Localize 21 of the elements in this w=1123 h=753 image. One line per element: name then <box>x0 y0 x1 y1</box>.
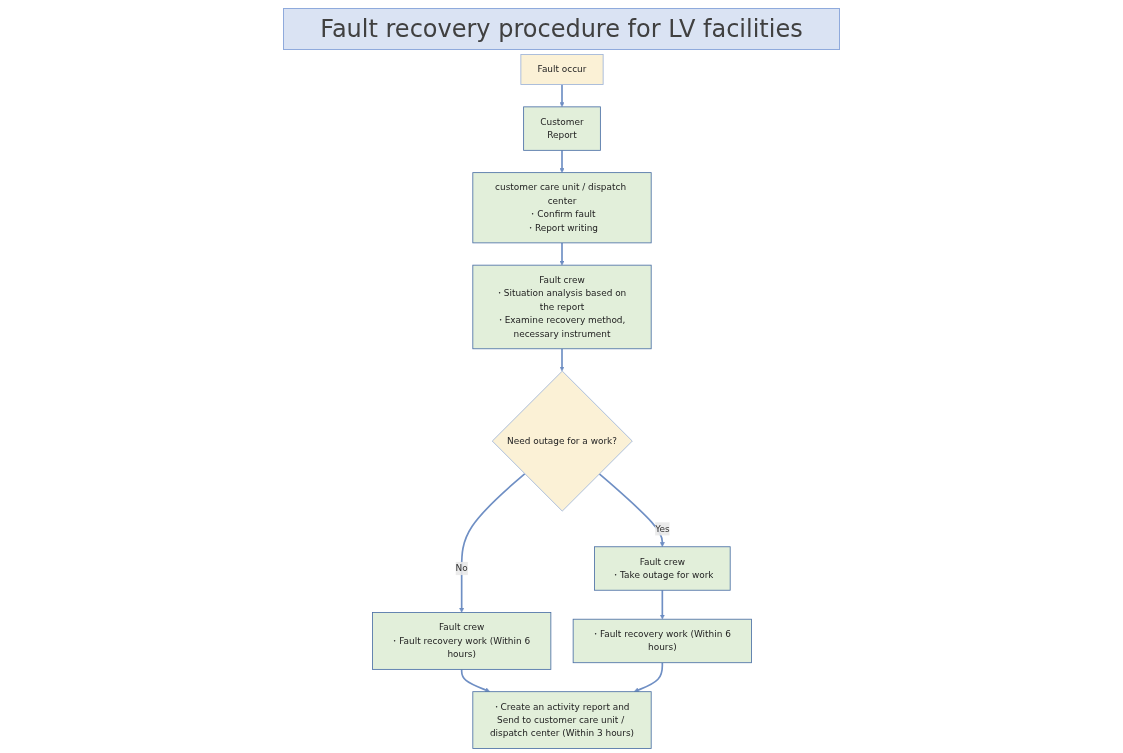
node-box: Fault crew ・Fault recovery work (Within 6 hours) <box>371 612 551 670</box>
diagram-title: Fault recovery procedure for LV facilities <box>283 8 840 50</box>
node-box: Fault occur <box>519 54 604 85</box>
node-box: ・Fault recovery work (Within 6 hours) <box>572 618 752 664</box>
arrow <box>559 242 564 266</box>
arrow <box>460 668 490 693</box>
arrow <box>598 472 665 547</box>
arrow <box>633 661 663 693</box>
node-box: ・Create an activity report and Send to customer care unit / dispatch center (Within 3 hours) <box>471 691 652 749</box>
arrow <box>458 472 525 613</box>
node-box: Fault crew ・Take outage for work <box>593 546 731 591</box>
arrow <box>559 83 564 108</box>
arrow <box>559 149 564 173</box>
edge-label: No <box>455 562 468 574</box>
arrow <box>559 347 564 372</box>
edge-label: Yes <box>654 523 670 534</box>
arrow <box>659 589 665 620</box>
node-box: Fault crew ・Situation analysis based on the report ・Examine recovery method, necessary instrument <box>471 264 652 350</box>
node-diamond: Need outage for a work? <box>491 370 633 512</box>
node-box: Customer Report <box>522 106 601 151</box>
node-box: customer care unit / dispatch center ・Confirm fault ・Report writing <box>471 172 652 244</box>
